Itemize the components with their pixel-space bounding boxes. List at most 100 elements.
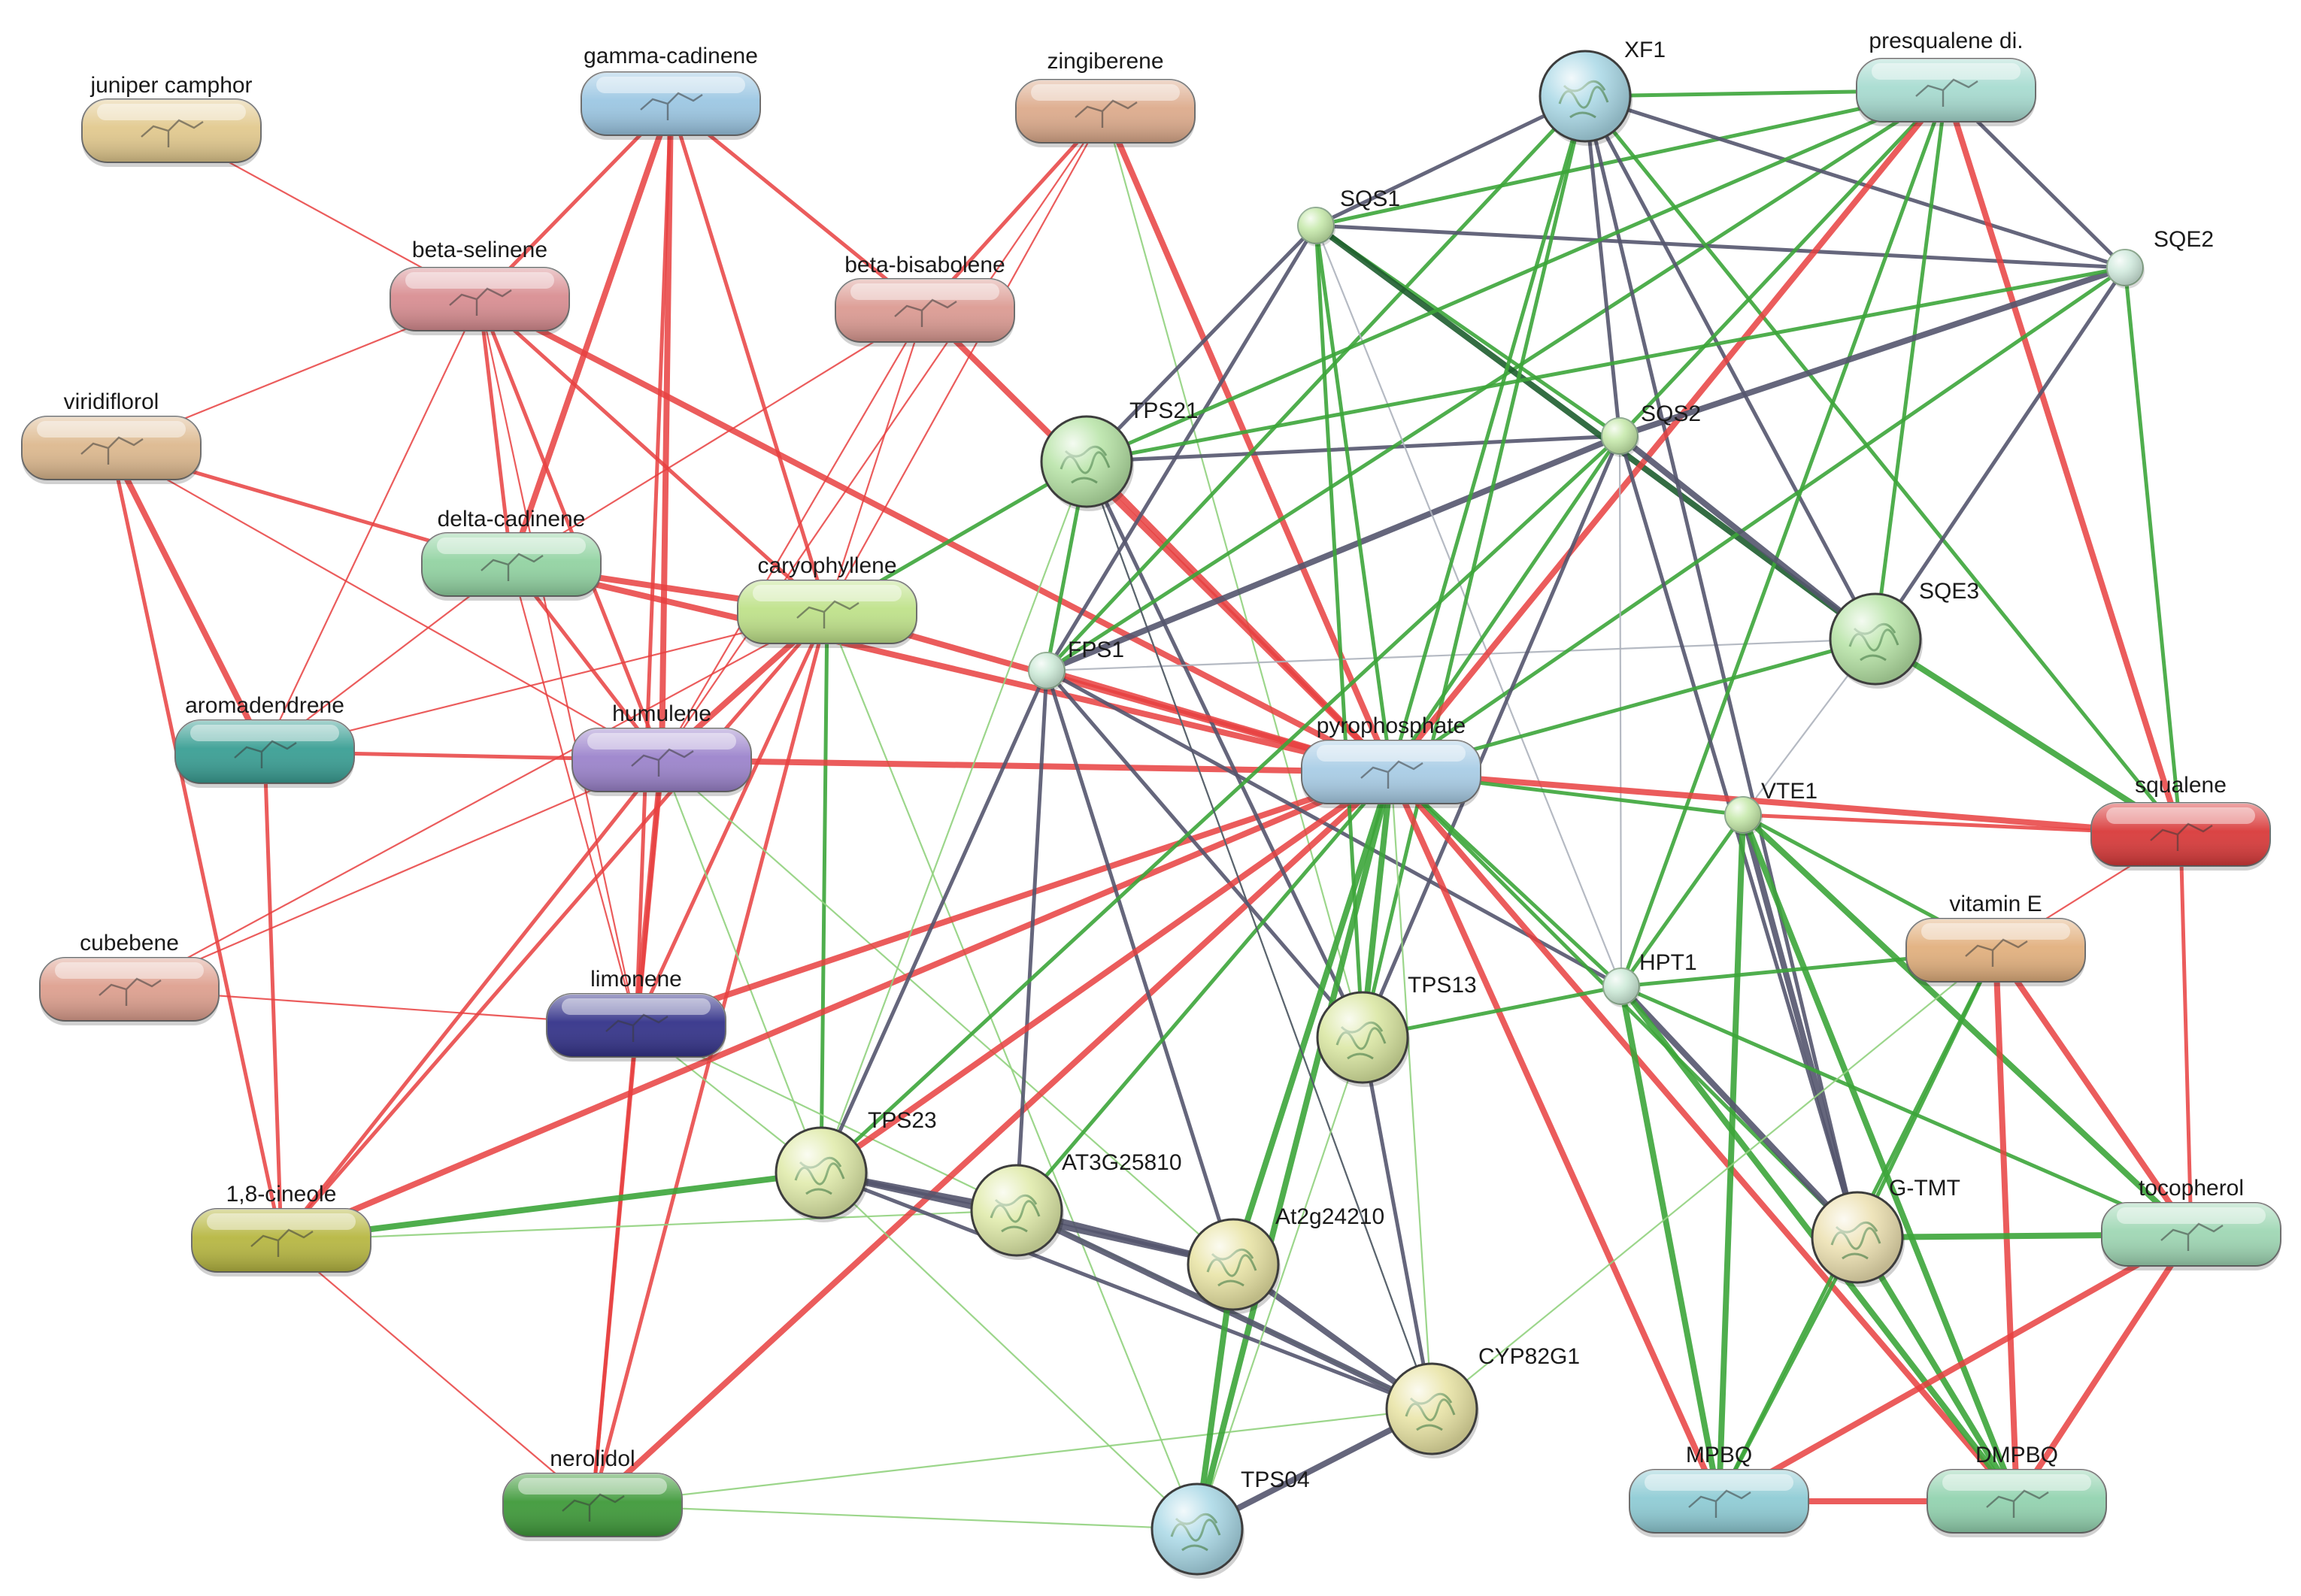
edge-caryophyllene-aromadendrene: [263, 610, 829, 753]
node-mpbq[interactable]: MPBQ: [1629, 1443, 1809, 1537]
node-tps23[interactable]: TPS23: [775, 1108, 937, 1222]
edge-xf1-sqs2: [1583, 94, 1622, 438]
molecule-icon: [562, 1493, 625, 1522]
node-tps04[interactable]: TPS04: [1150, 1467, 1310, 1579]
edge-zingiberene-caryophyllene: [826, 110, 1107, 613]
node-hpt1[interactable]: HPT1: [1602, 950, 1697, 1007]
node-label: humulene: [612, 701, 711, 726]
molecule-icon: [2160, 1222, 2224, 1251]
node-dmpbq[interactable]: DMPBQ: [1927, 1443, 2107, 1537]
edge-xf1-gtmt: [1583, 94, 1860, 1240]
edge-sqs2-pyrophosphate: [1389, 434, 1622, 774]
edge-pyrophosphate-tps23: [818, 769, 1394, 1176]
edge-presqualene-tps21: [1084, 88, 1948, 464]
node-cyp82g1[interactable]: CYP82G1: [1385, 1344, 1580, 1458]
node-sqs2[interactable]: SQS2: [1601, 401, 1701, 457]
node-aromadendrene[interactable]: aromadendrene: [174, 693, 355, 788]
edge-sqs2-gtmt: [1617, 434, 1860, 1240]
node-gloss: [1317, 992, 1408, 1083]
edge-beta_selinene-delta_cadinene: [477, 297, 514, 567]
node-delta_cadinene[interactable]: delta-cadinene: [421, 507, 602, 601]
edge-hpt1-mpbq: [1618, 983, 1722, 1504]
node-tps21[interactable]: TPS21: [1040, 398, 1199, 511]
node-fps1[interactable]: FPS1: [1028, 637, 1124, 692]
edge-tps23-cyp82g1: [819, 1171, 1434, 1411]
edge-fps1-presqualene: [1044, 88, 1948, 673]
edge-fps1-hpt1: [1044, 668, 1623, 989]
node-gloss: [1602, 418, 1638, 454]
node-label: SQS2: [1641, 401, 1701, 426]
edge-presqualene-sqs2: [1617, 88, 1948, 438]
node-beta_bisabolene[interactable]: beta-bisabolene: [835, 253, 1015, 347]
edge-limonene-pyrophosphate: [633, 769, 1394, 1028]
edge-delta_cadinene-humulene: [509, 562, 664, 762]
node-cineole[interactable]: 1,8-cineole: [191, 1182, 371, 1276]
node-gloss: [422, 533, 601, 596]
node-juniper_camphor[interactable]: juniper camphor: [81, 73, 262, 167]
node-gloss: [1725, 797, 1761, 833]
node-sqe3[interactable]: SQE3: [1829, 579, 1979, 689]
edge-humulene-cubebene: [128, 759, 663, 991]
node-rim: [1316, 991, 1409, 1084]
node-sqs1[interactable]: SQS1: [1297, 186, 1400, 247]
edge-sqe2-squalene: [2123, 265, 2183, 837]
node-vitamin_e[interactable]: vitamin E: [1905, 892, 2086, 986]
node-label: zingiberene: [1047, 49, 1163, 74]
node-at2g24210[interactable]: At2g24210: [1187, 1204, 1384, 1314]
node-limonene[interactable]: limonene: [546, 967, 726, 1061]
node-caryophyllene[interactable]: caryophyllene: [737, 553, 917, 648]
edge-humulene-at2g24210: [660, 759, 1235, 1266]
edge-sqe2-sqe3: [1873, 265, 2127, 641]
node-gloss: [1812, 1192, 1902, 1283]
node-highlight: [1317, 745, 1466, 762]
node-zingiberene[interactable]: zingiberene: [1015, 49, 1196, 147]
node-pyrophosphate[interactable]: pyrophosphate: [1301, 713, 1481, 808]
edge-beta_bisabolene-humulene: [660, 309, 926, 762]
node-humulene[interactable]: humulene: [571, 701, 752, 796]
molecule-icon: [1915, 78, 1978, 107]
node-label: juniper camphor: [89, 73, 252, 98]
molecule-icon: [1075, 99, 1138, 128]
node-vte1[interactable]: VTE1: [1724, 779, 1817, 836]
node-viridiflorol[interactable]: viridiflorol: [21, 389, 202, 484]
molecule-icon: [80, 436, 144, 465]
node-gloss: [1188, 1219, 1278, 1310]
edge-tps13-tps04: [1196, 1036, 1364, 1531]
edge-tps21-tps13: [1084, 459, 1365, 1040]
node-gloss: [503, 1473, 682, 1537]
node-rim: [970, 1164, 1063, 1257]
edge-limonene-nerolidol: [590, 1023, 638, 1507]
node-label: TPS13: [1408, 973, 1477, 998]
node-label: beta-bisabolene: [844, 253, 1005, 277]
node-gtmt[interactable]: G-TMT: [1811, 1176, 1960, 1287]
edge-sqs2-sqe3: [1617, 433, 1878, 642]
node-cubebene[interactable]: cubebene: [39, 931, 220, 1025]
node-nerolidol[interactable]: nerolidol: [502, 1446, 683, 1541]
edge-aromadendrene-cineole: [262, 750, 283, 1243]
node-at3g25810[interactable]: AT3G25810: [970, 1150, 1182, 1260]
node-squalene[interactable]: squalene: [2090, 773, 2271, 871]
node-gloss: [1016, 80, 1195, 143]
node-label: FPS1: [1068, 637, 1124, 662]
node-xf1[interactable]: XF1: [1539, 38, 1666, 146]
molecule-icon: [481, 553, 544, 581]
node-label: TPS21: [1129, 398, 1199, 423]
edge-sqs2-hpt1: [1618, 435, 1623, 988]
node-highlight: [190, 725, 339, 741]
node-gamma_cadinene[interactable]: gamma-cadinene: [581, 44, 761, 140]
node-presqualene[interactable]: presqualene di.: [1856, 29, 2036, 126]
node-tocopherol[interactable]: tocopherol: [2101, 1176, 2281, 1270]
node-highlight: [518, 1478, 667, 1495]
node-highlight: [850, 283, 999, 300]
node-highlight: [55, 962, 204, 979]
edge-sqs1-presqualene: [1314, 88, 1948, 228]
node-tps13[interactable]: TPS13: [1316, 973, 1477, 1087]
node-sqe2[interactable]: SQE2: [2106, 227, 2214, 289]
node-gloss: [835, 279, 1014, 342]
node-label: vitamin E: [1949, 892, 2042, 916]
edge-zingiberene-beta_bisabolene: [923, 109, 1108, 313]
edge-tps21-pyrophosphate: [1084, 459, 1394, 775]
node-beta_selinene[interactable]: beta-selinene: [390, 238, 570, 335]
edge-sqe2-sqs2: [1617, 265, 2128, 439]
edge-hpt1-tocopherol: [1619, 984, 2193, 1237]
